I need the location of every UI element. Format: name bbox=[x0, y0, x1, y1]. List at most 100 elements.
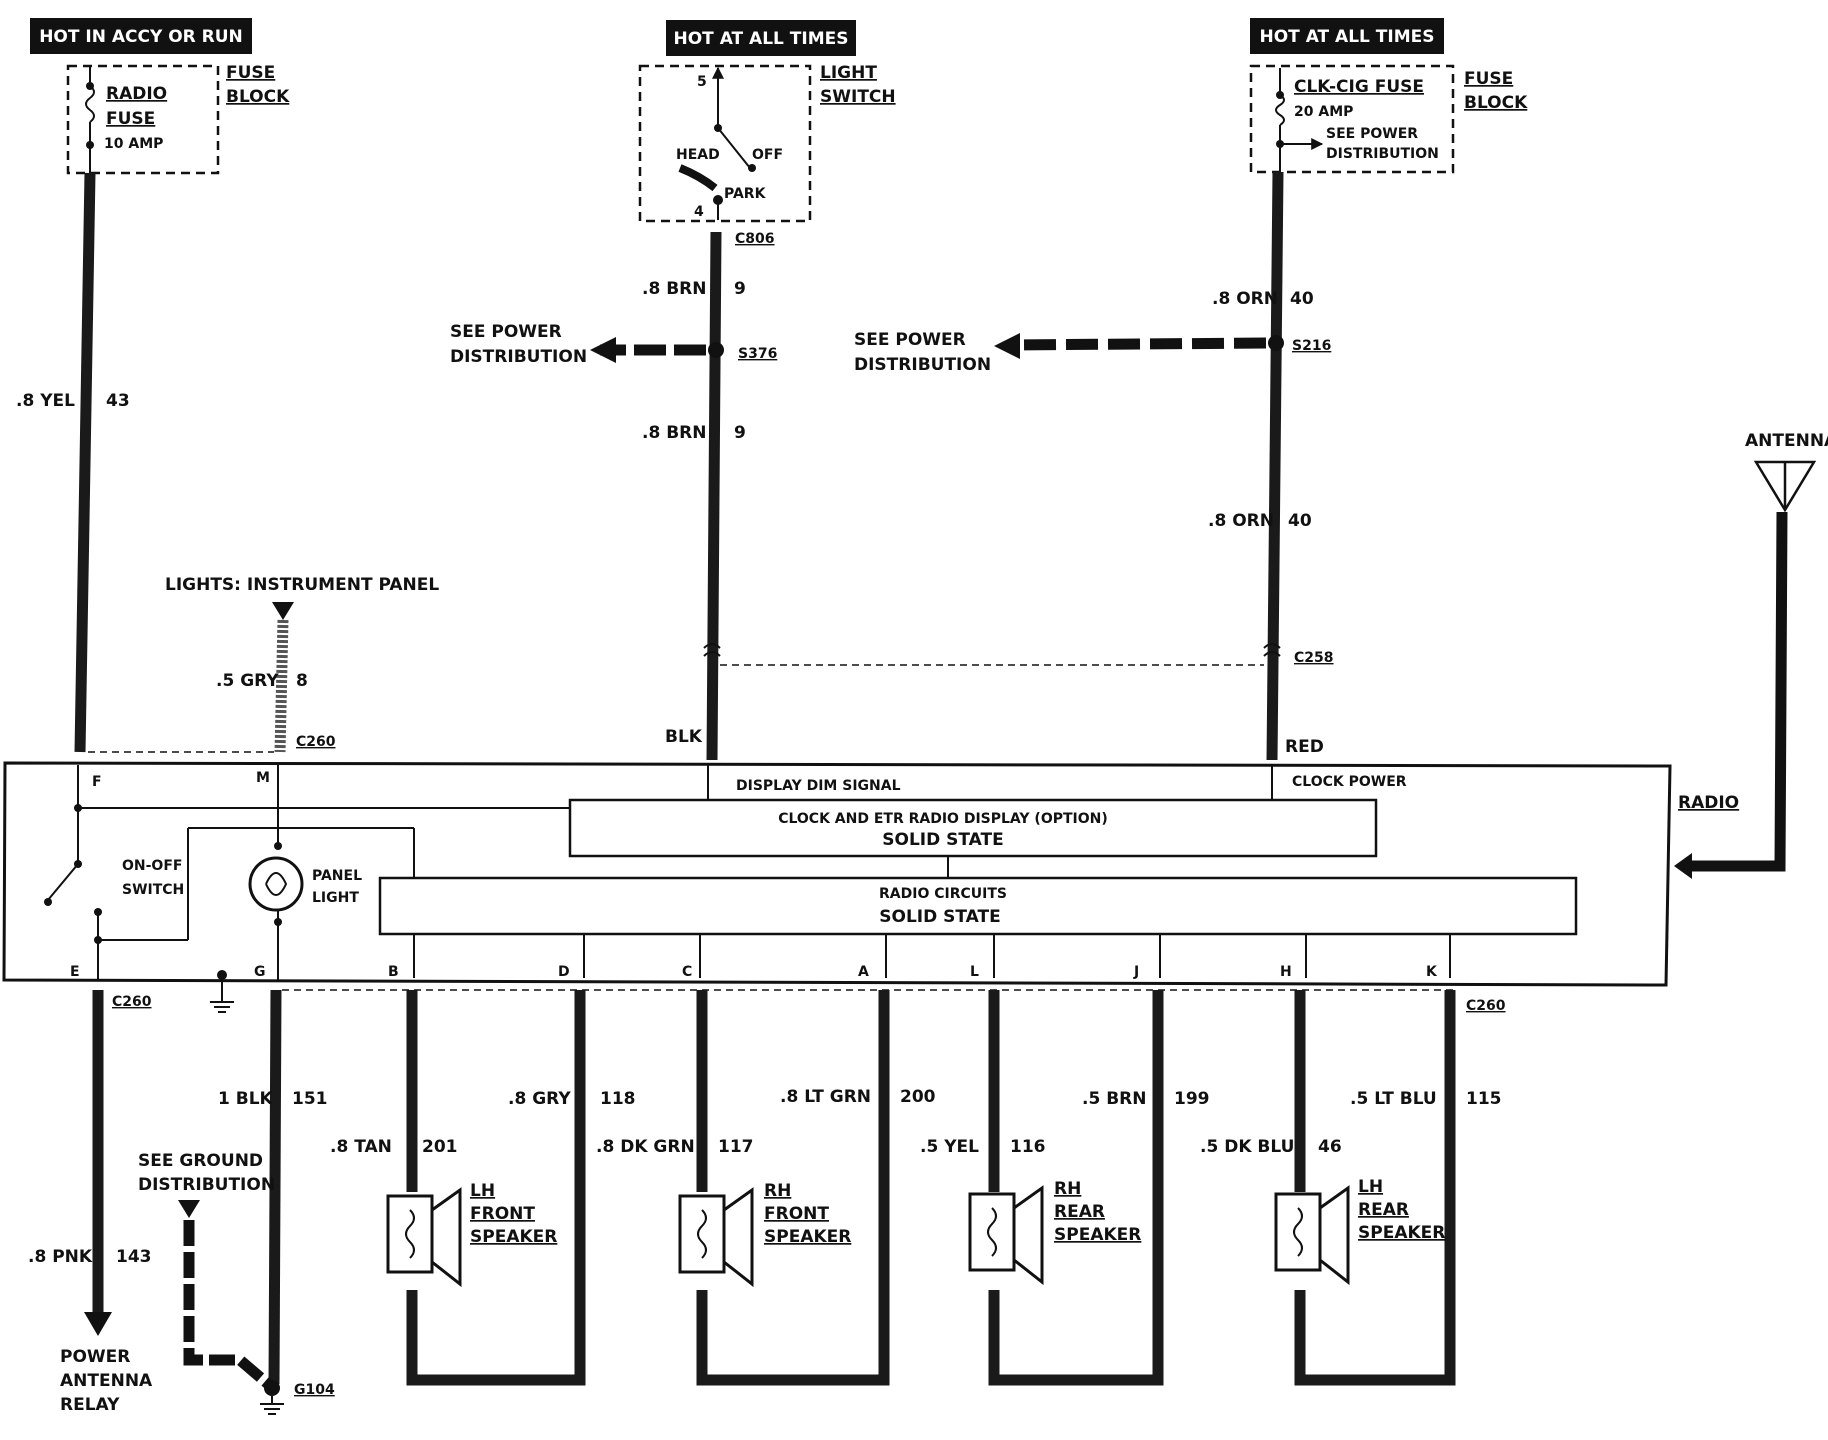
radio-fuse-name-2: FUSE bbox=[106, 109, 155, 129]
wires-brn-spk-gauge-text: .5 BRN bbox=[1082, 1089, 1146, 1109]
wires-gry-panel-gauge-text: .5 GRY bbox=[216, 671, 279, 691]
lh-front-speaker-icon bbox=[386, 1187, 462, 1288]
lights-instrument-panel: LIGHTS: INSTRUMENT PANEL bbox=[165, 575, 439, 595]
pins-B-text: B bbox=[388, 964, 399, 980]
wires-dkgrn-gauge-text: .8 DK GRN bbox=[596, 1137, 695, 1157]
fuse-block-right-label-1: FUSE bbox=[1464, 69, 1513, 89]
wires-pnk-gauge-text: .8 PNK bbox=[28, 1247, 93, 1267]
pins-E-text: E bbox=[70, 964, 80, 980]
wires-tan-gauge-text: .8 TAN bbox=[330, 1137, 392, 1157]
ground-see-line1-text: SEE GROUND bbox=[138, 1151, 263, 1171]
wires-gry-panel-circuit-text: 8 bbox=[296, 671, 308, 691]
wires-ltgrn-gauge-text: .8 LT GRN bbox=[780, 1087, 871, 1107]
switch-pos-head: HEAD bbox=[676, 147, 720, 163]
connector-c260-bottom-left: C260 bbox=[112, 994, 152, 1010]
wires-ltgrn-circuit-text: 200 bbox=[900, 1087, 936, 1107]
fuse-block-left-label-1: FUSE bbox=[226, 63, 275, 83]
speakers-lh-front-line1-text: LH bbox=[470, 1181, 495, 1201]
wires-blk-ground-gauge-text: 1 BLK bbox=[218, 1089, 274, 1109]
fuse-block-left: RADIO FUSE 10 AMP FUSE BLOCK bbox=[66, 63, 290, 175]
wires-dkblu-circuit-text: 46 bbox=[1318, 1137, 1342, 1157]
connector-c258: C258 bbox=[1294, 650, 1334, 666]
wires-brn-upper-circuit-text: 9 bbox=[734, 279, 746, 299]
wires-dkblu-gauge-text: .5 DK BLU bbox=[1200, 1137, 1294, 1157]
speakers-rh-rear-line3-text: SPEAKER bbox=[1054, 1225, 1141, 1245]
g104-ground-icon bbox=[260, 1396, 284, 1415]
radio-unit: RADIO DISPLAY DIM SIGNAL CLOCK POWER CLO… bbox=[2, 761, 1739, 990]
wires-yel-spk-circuit-text: 116 bbox=[1010, 1137, 1046, 1157]
onoff-label-1: ON-OFF bbox=[122, 858, 182, 874]
wires-ltblu-circuit-text: 115 bbox=[1466, 1089, 1502, 1109]
wires-tan-circuit-text: 201 bbox=[422, 1137, 458, 1157]
relay-line1: POWER bbox=[60, 1347, 130, 1367]
wire-yel-gauge: .8 YEL bbox=[16, 391, 75, 411]
radio-fuse-name-1: RADIO bbox=[106, 84, 167, 104]
connector-c260-bottom-right: C260 bbox=[1466, 998, 1506, 1014]
chassis-ground-icon bbox=[210, 990, 234, 1013]
headers-right-text: HOT AT ALL TIMES bbox=[1260, 27, 1435, 47]
pins-H-text: H bbox=[1280, 964, 1292, 980]
wires-gry-spk-circuit-text: 118 bbox=[600, 1089, 636, 1109]
speakers-rh-front-line2-text: FRONT bbox=[764, 1204, 829, 1224]
wires-orn-lower-circuit-text: 40 bbox=[1288, 511, 1312, 531]
pins-D-text: D bbox=[558, 964, 570, 980]
connector-c806: C806 bbox=[735, 231, 775, 247]
wires-brn-lower-gauge-text: .8 BRN bbox=[642, 423, 706, 443]
pins-G-text: G bbox=[254, 964, 266, 980]
wires-brn-lower-circuit-text: 9 bbox=[734, 423, 746, 443]
clk-cig-fuse-rating: 20 AMP bbox=[1294, 104, 1353, 120]
light-switch-label-1: LIGHT bbox=[820, 63, 877, 83]
header-middle: HOT AT ALL TIMES bbox=[666, 20, 856, 56]
light-switch-pin-top-text: 5 bbox=[697, 74, 707, 90]
onoff-label-2: SWITCH bbox=[122, 882, 184, 898]
radio-box-line2: SOLID STATE bbox=[879, 907, 1000, 927]
relay-line3: RELAY bbox=[60, 1395, 120, 1415]
wires-brn-upper-gauge-text: .8 BRN bbox=[642, 279, 706, 299]
speakers-lh-rear-line1-text: LH bbox=[1358, 1177, 1383, 1197]
pins-J-text: J bbox=[1133, 964, 1139, 980]
clock-box-line2: SOLID STATE bbox=[882, 830, 1003, 850]
splices-see-power-left-line2-text: DISTRIBUTION bbox=[450, 347, 587, 367]
clock-box-line1: CLOCK AND ETR RADIO DISPLAY (OPTION) bbox=[778, 811, 1108, 827]
fuse-block-right-see-line1-text: SEE POWER bbox=[1326, 126, 1418, 142]
wires-orn-upper-gauge-text: .8 ORN bbox=[1212, 289, 1278, 309]
pins-F-text: F bbox=[92, 774, 102, 790]
pins-K-text: K bbox=[1426, 964, 1438, 980]
wire-yel-circuit: 43 bbox=[106, 391, 130, 411]
speakers-lh-front-line3-text: SPEAKER bbox=[470, 1227, 557, 1247]
header-right: HOT AT ALL TIMES bbox=[1250, 18, 1444, 54]
display-dim-signal: DISPLAY DIM SIGNAL bbox=[736, 778, 901, 794]
headers-middle-text: HOT AT ALL TIMES bbox=[674, 29, 849, 49]
wires-gry-spk-gauge-text: .8 GRY bbox=[508, 1089, 571, 1109]
clk-cig-fuse-name: CLK-CIG FUSE bbox=[1294, 77, 1424, 97]
splice-label-s376: S376 bbox=[738, 346, 777, 362]
pins-A-text: A bbox=[858, 964, 869, 980]
speakers-rh-front-line3-text: SPEAKER bbox=[764, 1227, 851, 1247]
speakers-lh-front-line2-text: FRONT bbox=[470, 1204, 535, 1224]
panel-light-label-2: LIGHT bbox=[312, 890, 359, 906]
light-switch-pin-bottom-text: 4 bbox=[694, 204, 704, 220]
splices-see-power-right-line2-text: DISTRIBUTION bbox=[854, 355, 991, 375]
headers-left-text: HOT IN ACCY OR RUN bbox=[39, 27, 243, 47]
lower-wires: C260 C260 .8 PNK 143 POWER ANTENNA RELAY… bbox=[28, 989, 1506, 1415]
switch-pos-park: PARK bbox=[724, 186, 767, 202]
light-switch-label-2: SWITCH bbox=[820, 87, 896, 107]
wires-pnk-circuit-text: 143 bbox=[116, 1247, 152, 1267]
rh-rear-speaker-icon bbox=[968, 1185, 1044, 1286]
wires-blk-ground-circuit-text: 151 bbox=[292, 1089, 328, 1109]
antenna-label: ANTENNA bbox=[1745, 431, 1828, 451]
radio-fuse-rating: 10 AMP bbox=[104, 136, 163, 152]
pins-L-text: L bbox=[970, 964, 979, 980]
ground-g104: G104 bbox=[294, 1382, 335, 1398]
clock-power: CLOCK POWER bbox=[1292, 774, 1407, 790]
speakers-rh-rear-line2-text: REAR bbox=[1054, 1202, 1105, 1222]
splice-s376 bbox=[708, 342, 724, 358]
fuse-block-right: CLK-CIG FUSE 20 AMP SEE POWER DISTRIBUTI… bbox=[1249, 64, 1528, 174]
wires-dkgrn-circuit-text: 117 bbox=[718, 1137, 754, 1157]
splices-see-power-right-line1-text: SEE POWER bbox=[854, 330, 966, 350]
splice-label-s216: S216 bbox=[1292, 338, 1331, 354]
speakers-lh-rear-line2-text: REAR bbox=[1358, 1200, 1409, 1220]
radio-box-line1: RADIO CIRCUITS bbox=[879, 886, 1007, 902]
speakers-lh-rear-line3-text: SPEAKER bbox=[1358, 1223, 1445, 1243]
